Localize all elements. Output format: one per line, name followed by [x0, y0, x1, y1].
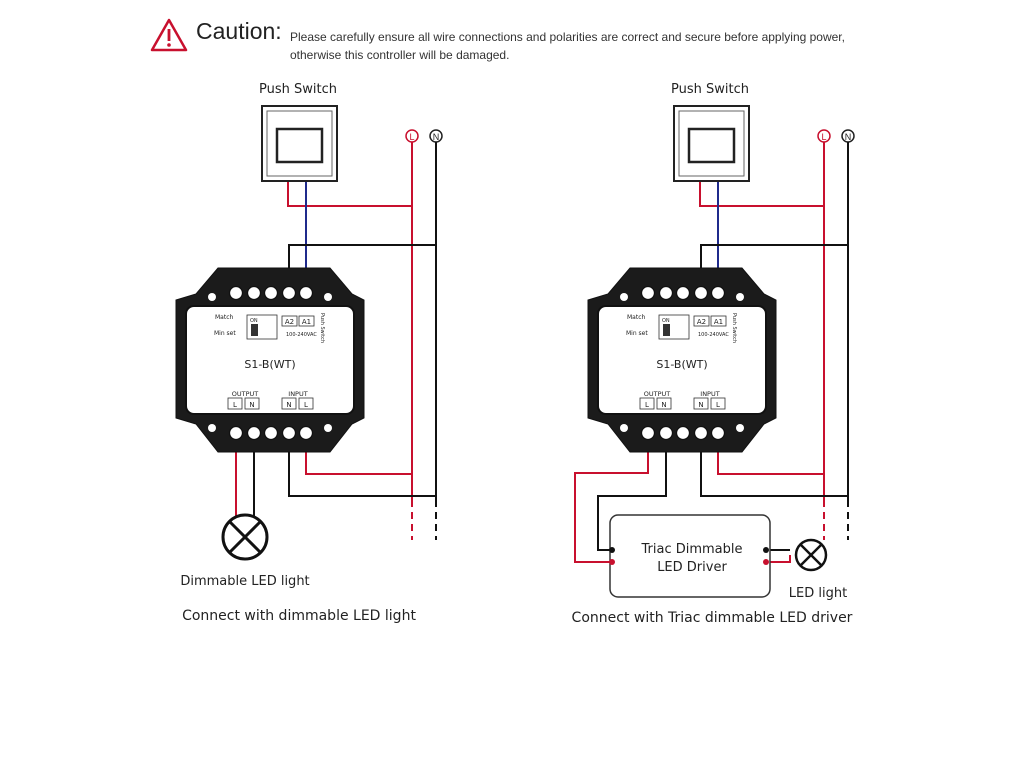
left-a1-label: A1: [302, 318, 311, 326]
left-diagram: Push Switch L N: [175, 82, 443, 624]
warning-icon: [150, 18, 188, 52]
caution-banner: Caution: Please carefully ensure all wir…: [150, 16, 910, 66]
left-lamp-icon: [221, 513, 269, 561]
right-model-label: S1-B(WT): [656, 358, 707, 371]
left-l-terminal-marker: L: [405, 129, 419, 143]
right-lamp-icon: [794, 538, 828, 572]
left-vac-label: 100-240VAC: [286, 332, 317, 338]
right-in-n-label: N: [698, 401, 703, 409]
right-match-label: Match: [627, 314, 646, 321]
left-light-label: Dimmable LED light: [180, 574, 309, 589]
left-caption: Connect with dimmable LED light: [182, 608, 416, 624]
caution-text-line-2: otherwise this controller will be damage…: [290, 48, 510, 62]
driver-label-line-2: LED Driver: [657, 560, 727, 575]
left-on-label: ON: [250, 318, 258, 324]
caution-text-line-1: Please carefully ensure all wire connect…: [290, 30, 845, 44]
right-controller: Match Min set ON A2 A1 100-240VAC Push S…: [587, 267, 777, 453]
right-diagram: Push Switch L N: [572, 82, 855, 626]
left-n-label: N: [433, 132, 440, 142]
left-l-label: L: [409, 132, 414, 142]
right-out-n-label: N: [661, 401, 666, 409]
right-input-label: INPUT: [700, 390, 719, 398]
right-on-label: ON: [662, 318, 670, 324]
right-output-label: OUTPUT: [644, 390, 671, 398]
right-l-label: L: [821, 132, 826, 142]
left-input-label: INPUT: [288, 390, 307, 398]
right-push-switch-label: Push Switch: [671, 82, 749, 97]
caution-title: Caution:: [196, 18, 282, 44]
right-in-l-label: L: [716, 401, 720, 409]
right-n-label: N: [845, 132, 852, 142]
left-output-label: OUTPUT: [232, 390, 259, 398]
right-a2-label: A2: [697, 318, 706, 326]
right-light-label: LED light: [789, 586, 847, 601]
left-minset-label: Min set: [214, 330, 236, 337]
right-minset-label: Min set: [626, 330, 648, 337]
left-n-terminal-marker: N: [429, 129, 443, 143]
right-push-switch-small-label: Push Switch: [731, 313, 737, 343]
right-out-l-label: L: [645, 401, 649, 409]
left-push-switch-label: Push Switch: [259, 82, 337, 97]
left-in-n-label: N: [286, 401, 291, 409]
left-model-label: S1-B(WT): [244, 358, 295, 371]
triac-led-driver: Triac Dimmable LED Driver: [609, 514, 771, 598]
left-in-l-label: L: [304, 401, 308, 409]
driver-label-line-1: Triac Dimmable: [640, 542, 742, 557]
left-out-l-label: L: [233, 401, 237, 409]
right-caption: Connect with Triac dimmable LED driver: [572, 610, 853, 626]
right-push-switch: [673, 105, 750, 182]
left-push-switch-small-label: Push Switch: [319, 313, 325, 343]
left-push-switch: [261, 105, 338, 182]
left-a2-label: A2: [285, 318, 294, 326]
right-n-terminal-marker: N: [841, 129, 855, 143]
left-match-label: Match: [215, 314, 234, 321]
right-a1-label: A1: [714, 318, 723, 326]
left-out-n-label: N: [249, 401, 254, 409]
left-controller: Match Min set ON A2 A1 100-240VAC Push S…: [175, 267, 365, 453]
right-l-terminal-marker: L: [817, 129, 831, 143]
right-vac-label: 100-240VAC: [698, 332, 729, 338]
